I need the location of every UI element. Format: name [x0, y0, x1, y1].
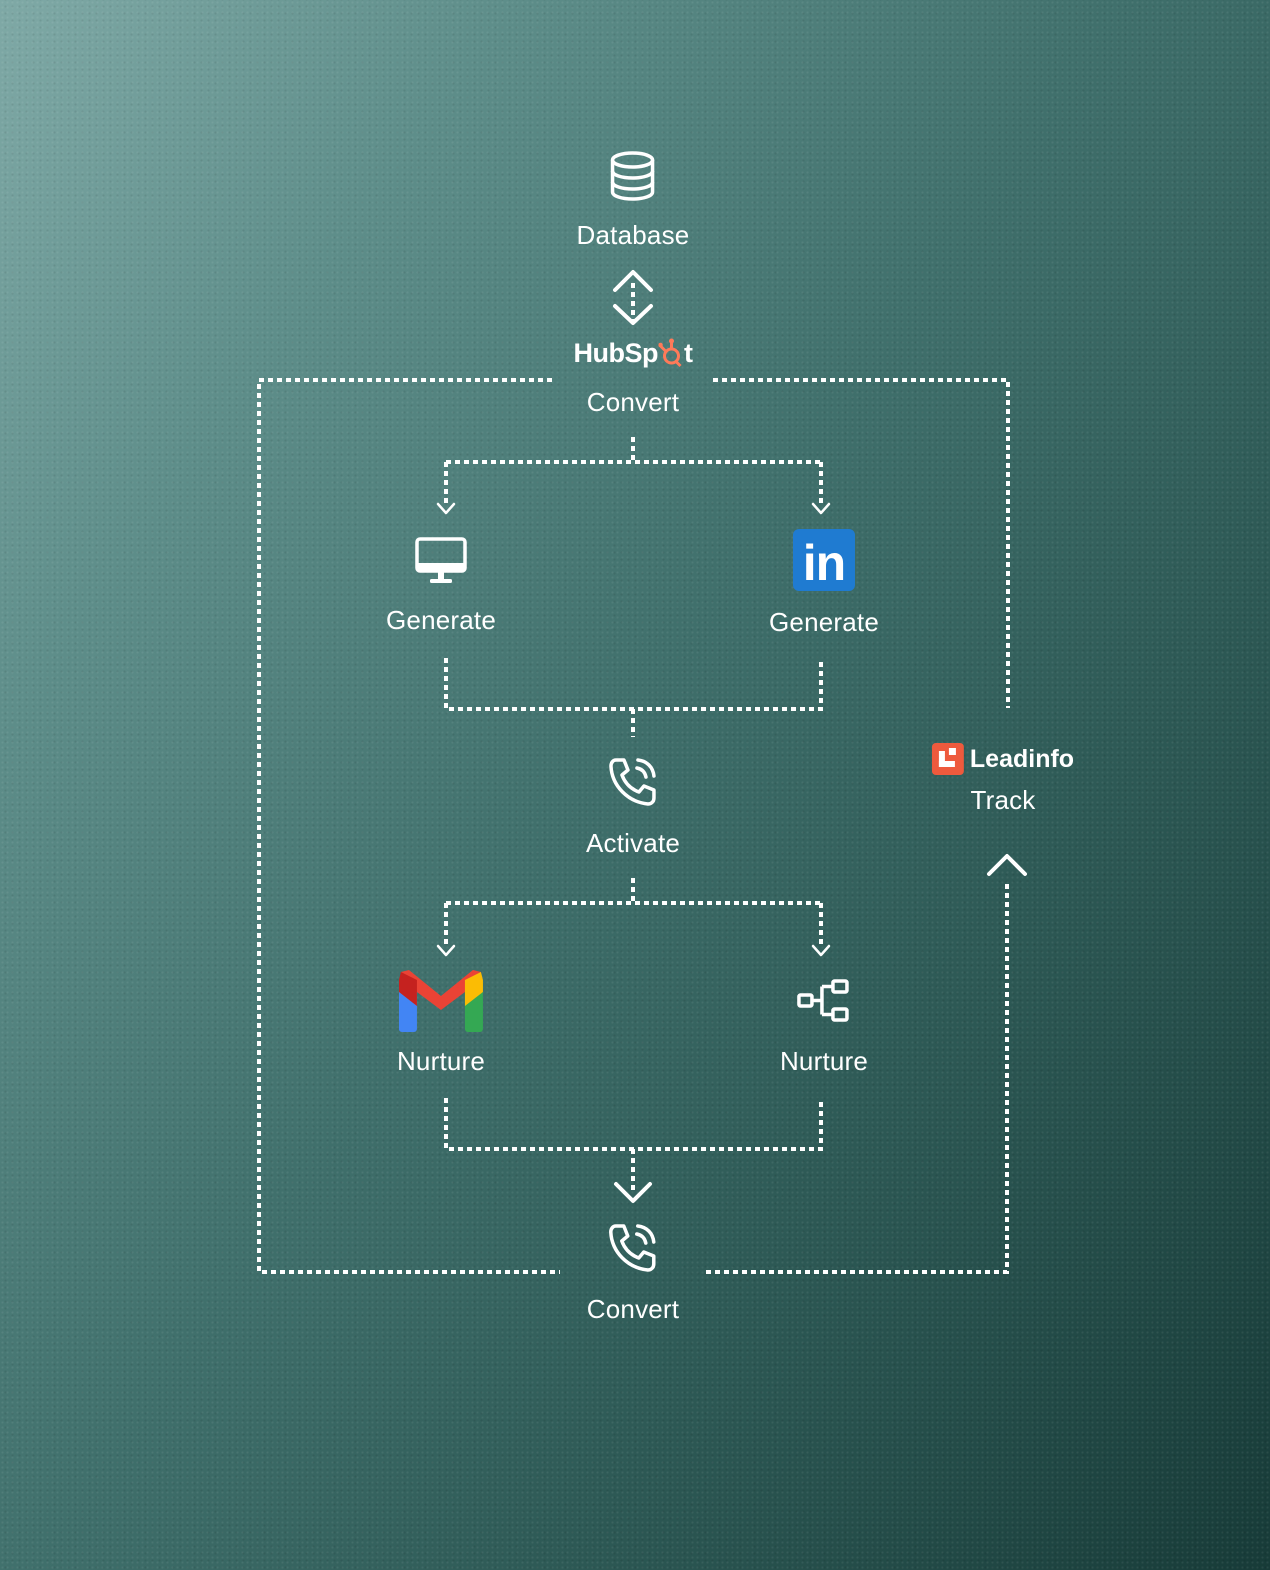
node-generate-web: Generate	[386, 537, 496, 635]
monitor-icon	[415, 537, 467, 583]
workflow-icon	[797, 979, 849, 1022]
outer-loop-top-right	[713, 378, 1010, 708]
generate-linkedin-label: Generate	[768, 607, 880, 637]
activate-label: Activate	[585, 828, 681, 858]
arrow-up-to-leadinfo	[987, 854, 1027, 876]
generate-merge	[444, 658, 823, 737]
linkedin-logo: in	[792, 529, 855, 591]
node-convert-call: Convert	[587, 1222, 679, 1324]
hubspot-sprocket-icon	[658, 338, 682, 368]
arrow-head-left-nurture	[436, 944, 456, 957]
node-hubspot-convert: HubSp t Convert	[574, 337, 693, 417]
outer-loop-bottom-right	[706, 880, 1009, 1274]
arrow-head-left-generate	[436, 502, 456, 515]
arrow-head-right-nurture	[811, 944, 831, 957]
node-activate: Activate	[586, 756, 680, 858]
hubspot-split	[444, 437, 823, 506]
database-icon	[611, 151, 655, 201]
node-nurture-workflow: Nurture	[780, 978, 868, 1076]
node-generate-linkedin: in Generate	[769, 529, 879, 637]
arrow-head-right-generate	[811, 502, 831, 515]
hubspot-wordmark-end: t	[684, 338, 693, 368]
arrow-down-to-convert	[614, 1182, 652, 1203]
node-leadinfo-track: Leadinfo Track	[931, 743, 1075, 815]
node-nurture-gmail: Nurture	[397, 970, 485, 1076]
generate-web-label: Generate	[385, 605, 497, 635]
arrow-down-to-hubspot	[613, 304, 653, 325]
nurture-gmail-label: Nurture	[396, 1046, 486, 1076]
hubspot-wordmark: HubSp	[573, 338, 659, 368]
leadinfo-wordmark: Leadinfo	[969, 745, 1075, 773]
node-database: Database	[577, 150, 690, 250]
arrow-up-to-database	[613, 270, 653, 292]
leadinfo-track-label: Track	[970, 785, 1036, 815]
outer-loop-top-left	[257, 378, 560, 1274]
leadinfo-mark-icon	[931, 743, 964, 775]
database-label: Database	[576, 220, 690, 250]
hubspot-convert-label: Convert	[586, 387, 680, 417]
gmail-logo	[398, 970, 483, 1032]
leadinfo-logo: Leadinfo	[931, 743, 1075, 775]
phone-call-icon	[609, 1224, 656, 1272]
nurture-workflow-label: Nurture	[779, 1046, 869, 1076]
phone-call-icon	[609, 758, 656, 806]
nurture-merge	[444, 1098, 823, 1190]
activate-split	[444, 878, 823, 948]
convert-call-label: Convert	[586, 1294, 680, 1324]
hubspot-logo: HubSp t	[574, 337, 693, 369]
